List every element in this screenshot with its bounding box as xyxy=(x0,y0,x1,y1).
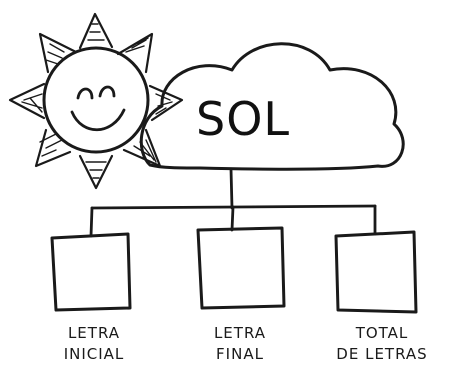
label-final-letter-line1: LETRA xyxy=(213,324,267,342)
label-total-letters-line2: DE LETRAS xyxy=(336,345,428,363)
branch-left xyxy=(89,206,94,238)
connector-lines xyxy=(89,167,377,238)
label-initial-letter-line2: INICIAL xyxy=(63,345,125,363)
box-total-letters xyxy=(334,230,418,314)
label-final-letter: LETRA FINAL xyxy=(180,323,300,365)
label-final-letter-line2: FINAL xyxy=(216,345,264,363)
stem-line xyxy=(229,167,234,210)
label-initial-letter: LETRA INICIAL xyxy=(34,323,154,365)
label-total-letters: TOTAL DE LETRAS xyxy=(322,323,442,365)
label-total-letters-line1: TOTAL xyxy=(355,324,409,342)
branch-middle xyxy=(230,205,235,232)
box-final-letter xyxy=(196,226,286,310)
box-initial-letter xyxy=(50,232,132,312)
cloud-shape xyxy=(139,42,405,171)
label-initial-letter-line1: LETRA xyxy=(67,324,121,342)
center-word: SOL xyxy=(196,92,291,146)
smiling-sun-icon xyxy=(8,12,184,190)
